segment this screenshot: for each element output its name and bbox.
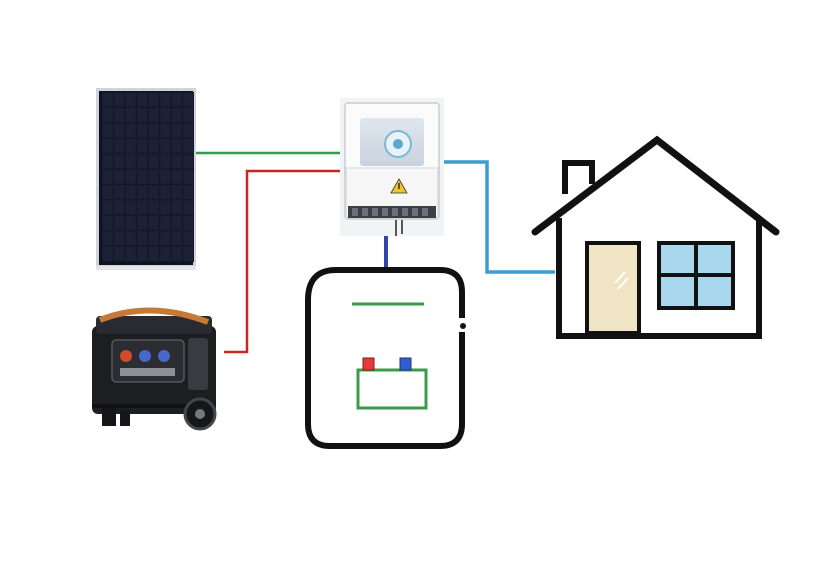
generator-icon [92, 307, 217, 431]
battery-icon [305, 267, 468, 449]
inverter-icon [340, 98, 444, 236]
wire-generator-to-inverter [224, 169, 345, 354]
wire-inverter-to-house [440, 160, 555, 274]
solar-panel-icon [96, 88, 196, 270]
house-icon [531, 135, 780, 339]
